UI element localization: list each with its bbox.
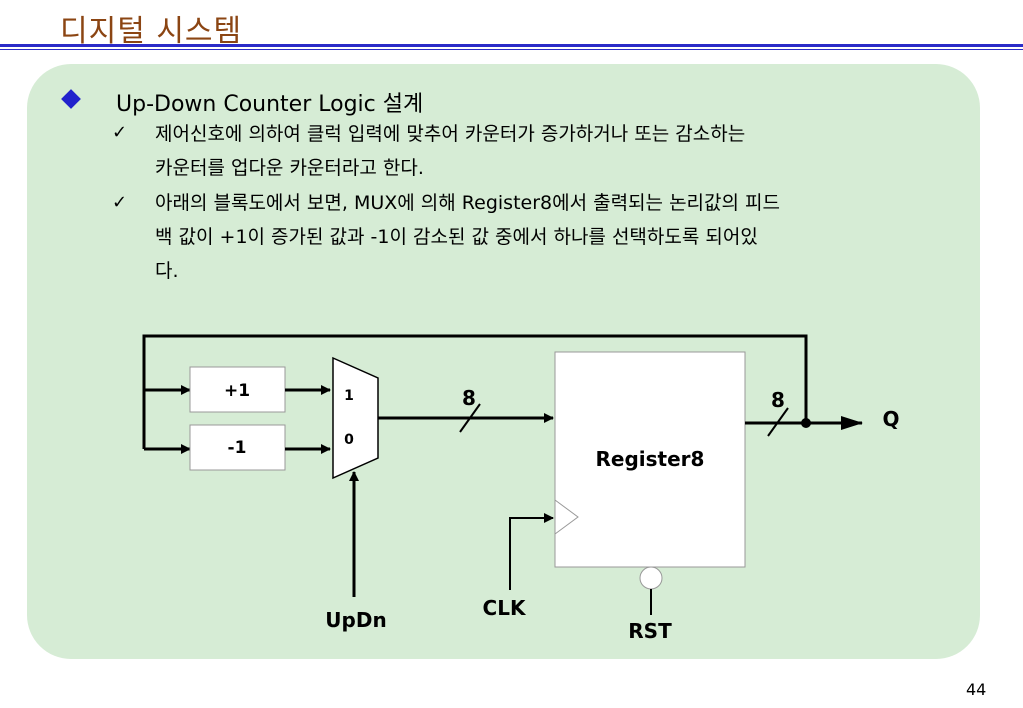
- plus-one-label: +1: [224, 381, 250, 401]
- mux-input-1-label: 1: [344, 388, 354, 404]
- sub-bullet-2-line-1: 아래의 블록도에서 보면, MUX에 의해 Register8에서 출력되는 논…: [155, 192, 780, 214]
- title-rule: [0, 44, 1023, 47]
- feedback-wire: [142, 334, 808, 454]
- minus-one-block: [189, 424, 286, 471]
- plus-one-block: [189, 366, 286, 413]
- reset-label: RST: [628, 619, 672, 643]
- sub-bullet-1: 제어신호에 의하여 클럭 입력에 맞추어 카운터가 증가하거나 또는 감소하는 …: [155, 117, 975, 185]
- clock-label: CLK: [483, 596, 527, 620]
- register-block: [554, 351, 746, 568]
- mux-output-wire: [378, 403, 554, 433]
- check-icon: ✓: [112, 122, 128, 143]
- sub-bullet-1-line-2: 카운터를 업다운 카운터라고 한다.: [155, 157, 424, 179]
- register-label: Register8: [596, 447, 705, 471]
- bus-width-in-label: 8: [462, 386, 476, 410]
- mux-input-wires: [285, 385, 331, 454]
- sub-bullet-1-line-1: 제어신호에 의하여 클럭 입력에 맞추어 카운터가 증가하거나 또는 감소하는: [155, 123, 746, 145]
- sub-bullet-2-line-3: 다.: [155, 260, 179, 282]
- page-number: 44: [966, 680, 987, 699]
- slide-title: 디지털 시스템: [60, 14, 243, 49]
- clock-edge-icon: [554, 499, 579, 535]
- title-rule-thin: [0, 49, 1023, 50]
- output-label: Q: [882, 407, 899, 431]
- clock-wire: [509, 513, 554, 590]
- main-bullet-text: Up-Down Counter Logic 설계: [116, 92, 424, 117]
- minus-one-label: -1: [228, 438, 247, 458]
- mux-input-0-label: 0: [344, 432, 354, 448]
- content-panel: [27, 64, 980, 659]
- reset-bubble: [639, 566, 663, 590]
- sub-bullet-2: 아래의 블록도에서 보면, MUX에 의해 Register8에서 출력되는 논…: [155, 186, 975, 288]
- select-label: UpDn: [325, 608, 386, 632]
- bus-width-out-label: 8: [771, 388, 785, 412]
- junction-dot: [801, 418, 811, 428]
- check-icon: ✓: [112, 192, 128, 213]
- sub-bullet-2-line-2: 백 값이 +1이 증가된 값과 -1이 감소된 값 중에서 하나를 선택하도록 …: [155, 226, 758, 248]
- mux: [332, 356, 379, 480]
